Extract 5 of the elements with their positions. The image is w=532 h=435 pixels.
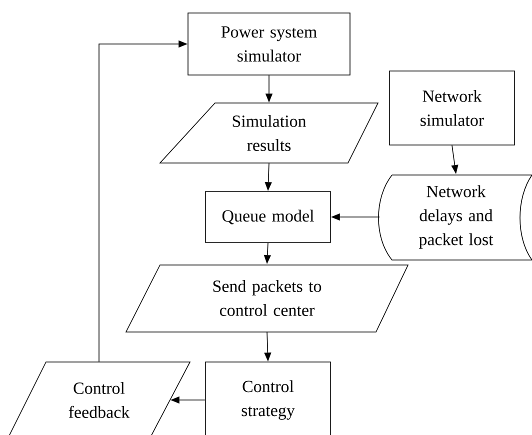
process-box: Control strategy [205, 362, 331, 435]
process-box: Queue model [205, 191, 331, 243]
stored-data-shape: Network delays and packet lost [378, 174, 532, 260]
process-box: Power system simulator [188, 12, 350, 76]
process-box: Network simulator [389, 70, 515, 146]
